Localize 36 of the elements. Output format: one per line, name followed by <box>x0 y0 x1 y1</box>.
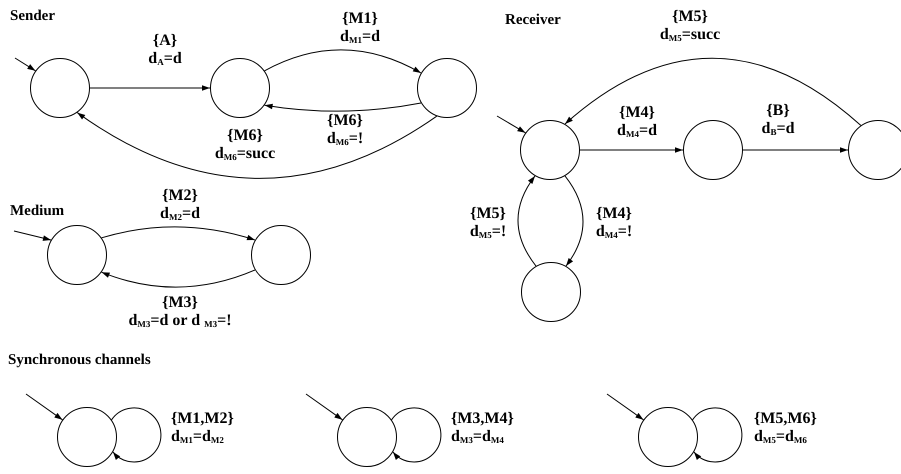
state-circle <box>30 58 90 118</box>
transition-arrow <box>101 226 256 240</box>
state-circle <box>210 58 270 118</box>
state-circle <box>337 407 397 467</box>
state-circle <box>251 225 311 285</box>
section-heading: Sender <box>10 8 55 25</box>
state-circle <box>47 225 107 285</box>
transition-arrow <box>742 147 848 153</box>
state-circle <box>683 120 743 180</box>
transition-arrow <box>606 394 644 420</box>
transition-arrow <box>692 408 742 462</box>
transition-arrow <box>264 102 422 112</box>
section-heading: Synchronous channels <box>8 352 151 369</box>
transition-arrow <box>391 408 442 462</box>
section-heading: Medium <box>10 203 64 220</box>
transition-arrow <box>101 270 256 288</box>
state-circle <box>417 58 477 118</box>
transition-arrow <box>111 408 162 462</box>
transition-arrow <box>90 85 210 91</box>
state-circle <box>848 120 901 180</box>
state-circle <box>57 407 117 467</box>
transition-arrow <box>306 394 343 420</box>
transition-arrow <box>580 147 684 153</box>
transition-arrow <box>76 112 438 179</box>
transition-arrow <box>564 58 862 126</box>
state-circle <box>638 407 698 467</box>
state-circle <box>520 120 580 180</box>
state-circle <box>521 262 581 322</box>
transition-arrow <box>14 230 52 241</box>
transition-arrow <box>564 175 584 267</box>
transition-arrow <box>26 394 63 420</box>
transition-arrow <box>264 49 422 74</box>
transition-arrow <box>14 58 36 72</box>
section-heading: Receiver <box>505 12 561 29</box>
transition-arrow <box>518 175 536 267</box>
transition-arrow <box>496 116 526 134</box>
